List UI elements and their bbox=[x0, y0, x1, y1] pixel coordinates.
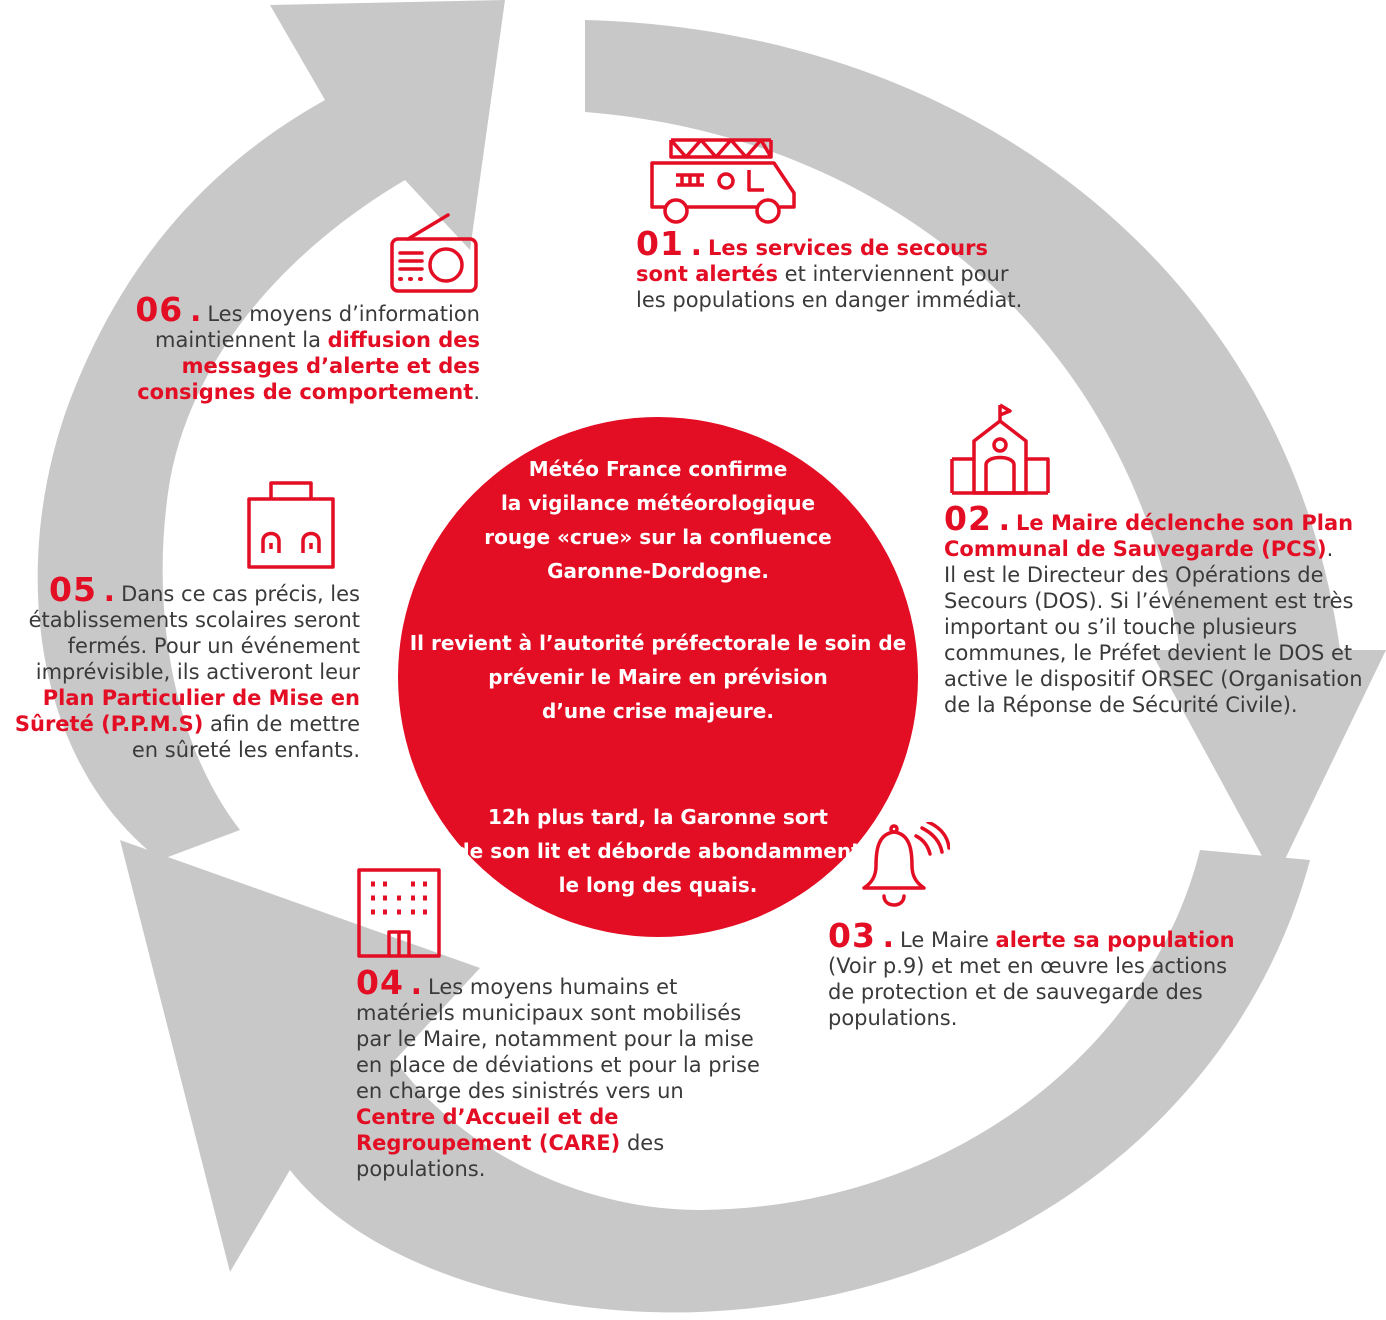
step-text-before: Les moyens humains et matériels municipa… bbox=[356, 975, 760, 1103]
radio-icon bbox=[390, 213, 478, 293]
step-text: . bbox=[473, 380, 480, 404]
step-number: 05 bbox=[49, 570, 97, 609]
step-number: 02 bbox=[944, 499, 992, 538]
town-hall-icon bbox=[950, 403, 1050, 495]
building-icon bbox=[357, 868, 441, 958]
center-circle bbox=[398, 417, 918, 937]
step-text-before: Les moyens d’information maintiennent la bbox=[155, 302, 480, 352]
step-text: et interviennent pour les populations en… bbox=[636, 262, 1023, 312]
step-01: 01 .Les services de secours sont alertés… bbox=[636, 227, 1036, 313]
step-04: 04 .Les moyens humains et matériels muni… bbox=[356, 966, 766, 1182]
arrow-segment-2 bbox=[120, 840, 1310, 1313]
fire-truck-icon bbox=[650, 138, 796, 224]
step-highlight: Centre d’Accueil et de Regroupement (CAR… bbox=[356, 1105, 621, 1155]
step-highlight: Plan Particulier de Mise en Sûreté (P.P.… bbox=[14, 686, 360, 736]
step-number: 06 bbox=[135, 290, 184, 329]
arrow-segment-1 bbox=[585, 20, 1386, 880]
step-number: 03 bbox=[828, 916, 876, 955]
step-03: 03 .Le Maire alerte sa population (Voir … bbox=[828, 919, 1258, 1031]
step-highlight: Le Maire déclenche son Plan Communal de … bbox=[944, 511, 1354, 561]
center-paragraph-2: Il revient à l’autorité préfectorale le … bbox=[409, 631, 907, 723]
step-dot: . bbox=[410, 967, 423, 1002]
step-text-before: Dans ce cas précis, les établissements s… bbox=[28, 582, 360, 684]
step-06: 06 .Les moyens d’information maintiennen… bbox=[60, 293, 480, 405]
school-bag-icon bbox=[247, 481, 335, 569]
step-highlight: Les services de secours sont alertés bbox=[636, 236, 988, 286]
step-dot: . bbox=[189, 294, 202, 329]
step-text: des populations. bbox=[356, 1131, 665, 1181]
step-02: 02 .Le Maire déclenche son Plan Communal… bbox=[944, 502, 1384, 718]
center-paragraph-1: Météo France confirme la vigilance météo… bbox=[484, 457, 832, 583]
step-dot: . bbox=[882, 920, 895, 955]
step-number: 01 bbox=[636, 224, 684, 263]
step-punctuation: . bbox=[1326, 537, 1334, 561]
step-number: 04 bbox=[356, 963, 404, 1002]
step-text: afin de mettre en sûreté les enfants. bbox=[131, 712, 360, 762]
step-text: (Voir p.9) et met en œuvre les actions d… bbox=[828, 954, 1228, 1030]
step-dot: . bbox=[690, 228, 703, 263]
step-dot: . bbox=[998, 503, 1011, 538]
arrow-segment-3 bbox=[37, 0, 505, 860]
alarm-bell-icon bbox=[862, 822, 950, 907]
center-paragraph-3: 12h plus tard, la Garonne sort de son li… bbox=[455, 805, 861, 897]
step-text-before: Le Maire bbox=[900, 928, 996, 952]
step-highlight: alerte sa population bbox=[995, 928, 1235, 952]
step-highlight: diffusion des messages d’alerte et des c… bbox=[137, 328, 480, 404]
step-05: 05 .Dans ce cas précis, les établissemen… bbox=[4, 573, 360, 763]
step-dot: . bbox=[103, 574, 116, 609]
step-text: Il est le Directeur des Opérations de Se… bbox=[944, 563, 1363, 717]
